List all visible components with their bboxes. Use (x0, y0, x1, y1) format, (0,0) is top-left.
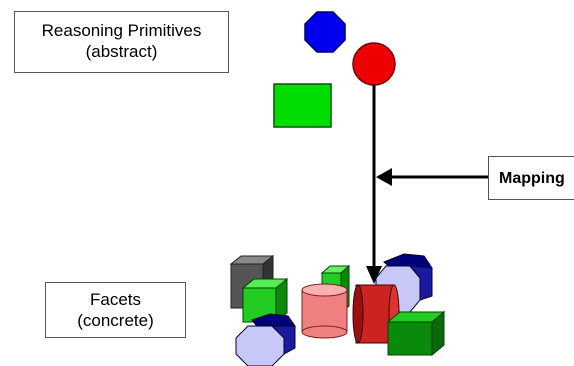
green-square-primitive (273, 83, 332, 128)
pink-cylinder-facet (301, 283, 348, 339)
green-cube-facet-left (241, 277, 289, 324)
mapping-label: Mapping (488, 156, 574, 200)
facets-subtitle: (concrete) (77, 311, 154, 330)
facets-title: Facets (89, 290, 142, 309)
facets-label: Facets (concrete) (45, 282, 186, 338)
green-cube-facet-large (386, 310, 446, 357)
primitives-title: Reasoning Primitives (41, 21, 202, 40)
mapping-arrowhead-left (376, 168, 392, 186)
lavender-prism-facet-left (235, 313, 296, 366)
red-circle-primitive (352, 42, 396, 86)
blue-octagon-primitive (304, 11, 346, 53)
primitives-subtitle: (abstract) (85, 42, 158, 61)
mapping-arrowhead-down (366, 266, 382, 284)
reasoning-primitives-label: Reasoning Primitives (abstract) (14, 11, 229, 73)
mapping-text: Mapping (499, 170, 565, 187)
